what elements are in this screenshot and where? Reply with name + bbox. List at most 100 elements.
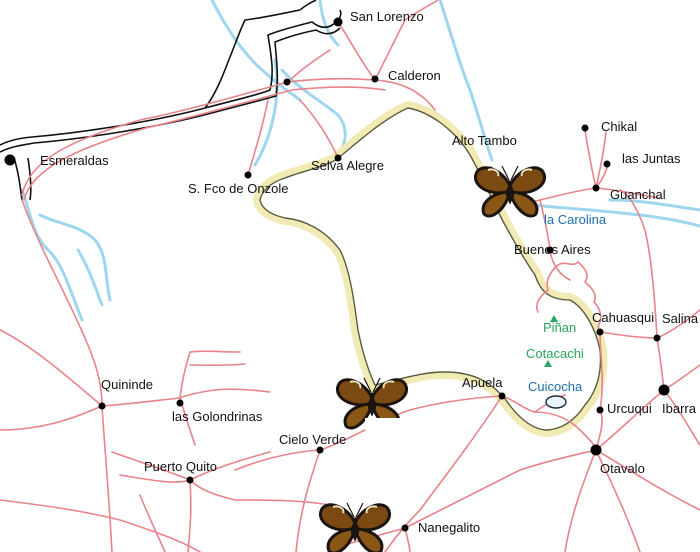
town-dot-icon	[596, 406, 604, 414]
road-guanchal-e	[595, 187, 661, 199]
road-coast	[21, 77, 436, 196]
town-dot-icon	[498, 392, 506, 400]
road-quin-east	[101, 389, 216, 407]
town-label-ibarra: Ibarra	[662, 401, 696, 416]
town-label-cahuasqui: Cahuasqui	[592, 310, 655, 325]
road-urcuqui-n	[599, 331, 604, 411]
road-otavalo-se	[595, 449, 700, 511]
town-label-cielo-verde: Cielo Verde	[279, 432, 347, 447]
coast-gulf-1	[204, 9, 301, 109]
road-quin-west	[0, 329, 103, 407]
town-dot-icon	[283, 78, 291, 86]
town-label-guanchal: Guanchal	[610, 187, 666, 202]
river-carolina	[530, 203, 700, 228]
river-north-4	[438, 0, 494, 162]
town-dot-icon	[401, 524, 409, 532]
peak-label-pinan: Piñan	[543, 320, 577, 335]
river-carolina-2	[608, 198, 700, 212]
town-label-quininde: Quininde	[101, 377, 154, 392]
road-apuela-s	[384, 395, 503, 552]
town-label-calderon: Calderon	[388, 68, 441, 83]
road-nanegalito	[404, 449, 597, 529]
town-label-apuela: Apuela	[462, 375, 503, 390]
road-onzole	[247, 99, 269, 176]
road-guanchal	[595, 131, 607, 189]
town-dot-icon	[4, 154, 16, 166]
town-label-alto-tambo: Alto Tambo	[452, 133, 517, 148]
road-nanegalito-s	[404, 527, 411, 552]
town-dot-icon	[316, 446, 324, 454]
town-label-salinas: Salina	[662, 311, 699, 326]
town-label-buenos-aires: Buenos Aires	[514, 242, 591, 257]
road-north-mid	[287, 49, 331, 83]
town-label-urcuqui: Urcuqui	[607, 401, 652, 416]
road-cielo-s	[295, 449, 321, 552]
road-puerto	[111, 451, 331, 506]
road-golond-e	[214, 388, 271, 393]
town-label-chikal: Chikal	[601, 119, 638, 134]
town-dot-icon	[596, 328, 604, 336]
town-dot-icon	[581, 124, 589, 132]
road-puerto-s2	[139, 494, 166, 552]
road-golond-n	[179, 350, 241, 399]
river-west-3	[76, 248, 104, 307]
town-dot-icon	[186, 476, 194, 484]
river-west-2	[38, 213, 112, 302]
reserve-border	[259, 107, 602, 431]
town-dot-icon	[244, 171, 252, 179]
coast-north-inner	[0, 27, 341, 153]
road-otavalo-sw	[564, 449, 597, 552]
road-coast-2	[23, 86, 386, 201]
river-north-1	[210, 0, 302, 102]
town-dot-icon	[590, 444, 602, 456]
town-label-esmeraldas: Esmeraldas	[40, 153, 109, 168]
road-esm-quin	[21, 199, 103, 407]
town-dot-icon	[603, 160, 611, 168]
road-salinas-s	[656, 337, 665, 391]
trail-pinan-w	[535, 264, 559, 313]
town-label-san-lorenzo: San Lorenzo	[350, 9, 424, 24]
town-label-s-fco-de-onzole: S. Fco de Onzole	[188, 181, 289, 196]
town-label-las-golondrinas: las Golondrinas	[172, 409, 263, 424]
road-puerto-s	[187, 479, 192, 552]
road-cahuasqui-e	[599, 331, 658, 339]
road-puerto-w	[119, 474, 191, 483]
river-north-2	[280, 68, 347, 157]
road-west-low	[0, 405, 103, 431]
road-san-lorenzo	[337, 21, 376, 81]
road-otavalo-ibarra	[595, 389, 665, 451]
road-salinas-e	[656, 309, 700, 339]
road-salinas-n	[619, 189, 658, 339]
road-west-lower	[0, 499, 201, 552]
butterfly-icon	[473, 164, 547, 218]
peak-label-cotacachi: Cotacachi	[526, 346, 584, 361]
town-dot-icon	[592, 184, 600, 192]
town-dot-icon	[333, 17, 343, 27]
road-selva	[299, 99, 339, 159]
peak-triangle-icon	[550, 315, 558, 322]
road-chikal	[584, 129, 597, 189]
river-esmeraldas	[20, 188, 84, 322]
label-mask	[365, 418, 417, 430]
road-apuela	[501, 395, 597, 451]
peak-triangle-icon	[544, 360, 552, 367]
town-label-selva-alegre: Selva Alegre	[311, 158, 384, 173]
town-dots	[4, 17, 670, 532]
town-label-puerto-quito: Puerto Quito	[144, 459, 217, 474]
road-puerto-2	[189, 451, 271, 481]
town-dot-icon	[98, 402, 106, 410]
road-otavalo-s	[595, 449, 641, 552]
road-calderon-n	[374, 0, 439, 81]
place-label-la-carolina: la Carolina	[544, 212, 607, 227]
town-dot-icon	[658, 384, 670, 396]
road-golond-n2	[189, 363, 246, 367]
town-label-nanegalito: Nanegalito	[418, 520, 481, 535]
river-north-5	[318, 0, 340, 47]
peaks	[544, 315, 558, 367]
town-dot-icon	[546, 246, 554, 254]
trail-pinan	[557, 261, 602, 333]
lake-cuicocha	[545, 395, 567, 409]
road-ibarra-e	[663, 364, 700, 391]
